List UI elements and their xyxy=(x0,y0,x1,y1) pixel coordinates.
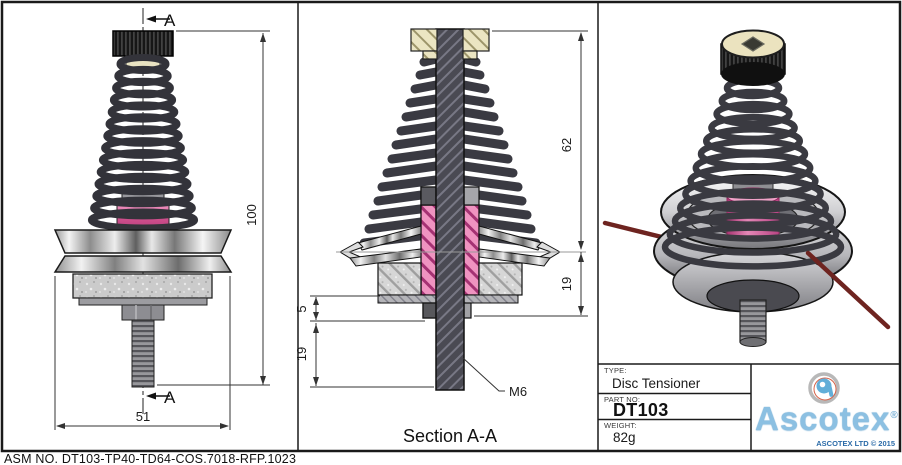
ascotex-logo-icon xyxy=(808,372,840,404)
dim-51 xyxy=(54,276,231,430)
iso-knurled-knob xyxy=(720,29,786,86)
iso-threaded-stud xyxy=(739,299,767,347)
section-marker-top-label: A xyxy=(164,11,176,30)
section-view-panel xyxy=(310,28,588,392)
m6-label: M6 xyxy=(509,384,527,399)
title-block-grid xyxy=(598,363,900,451)
section-base-left xyxy=(377,262,422,296)
front-base-plate xyxy=(78,297,208,306)
front-disc-pair xyxy=(53,229,233,273)
dim-51-label: 51 xyxy=(136,409,150,424)
dim-5-label: 5 xyxy=(294,305,309,312)
dim-19-right xyxy=(474,252,588,317)
section-view-title: Section A-A xyxy=(403,426,497,446)
type-label: TYPE: xyxy=(604,366,627,375)
dim-62-label: 62 xyxy=(559,138,574,152)
dim-62 xyxy=(492,30,588,250)
m6-leader xyxy=(462,357,505,392)
dim-100 xyxy=(157,30,270,386)
iso-square-socket xyxy=(740,36,766,52)
front-hex-nut xyxy=(121,304,165,321)
asm-number-note: ASM NO. DT103-TP40-TD64-COS.7018-RFP.102… xyxy=(4,452,297,465)
front-base-cylinder xyxy=(72,273,213,299)
front-view-panel xyxy=(53,8,270,430)
dim-19-left xyxy=(310,323,434,388)
dim-19-right-label: 19 xyxy=(559,277,574,291)
section-cut-markers xyxy=(146,15,170,400)
dim-19-left-label: 19 xyxy=(294,347,309,361)
weight-label: WEIGHT: xyxy=(604,421,637,430)
dim-5-left xyxy=(310,295,425,322)
section-cap xyxy=(410,28,490,60)
registered-mark: ® xyxy=(890,410,899,421)
section-base-right xyxy=(478,262,523,296)
type-value: Disc Tensioner xyxy=(612,376,701,391)
ascotex-wordmark: Ascotex® xyxy=(755,400,899,437)
section-disc-chevrons xyxy=(339,225,561,267)
front-threaded-stud xyxy=(131,319,155,388)
section-marker-bottom-label: A xyxy=(164,388,176,407)
weight-value: 82g xyxy=(613,430,636,445)
section-threaded-rod xyxy=(435,28,465,391)
front-conical-spring xyxy=(87,54,199,232)
part-no-value: DT103 xyxy=(613,400,669,420)
part-no-label: PART NO: xyxy=(604,395,641,404)
iso-conical-spring xyxy=(661,76,845,270)
dim-100-label: 100 xyxy=(244,204,259,226)
copyright-text: ASCOTEX LTD © 2015 xyxy=(816,439,895,448)
iso-view-panel xyxy=(602,29,891,347)
wire-right xyxy=(805,250,891,330)
